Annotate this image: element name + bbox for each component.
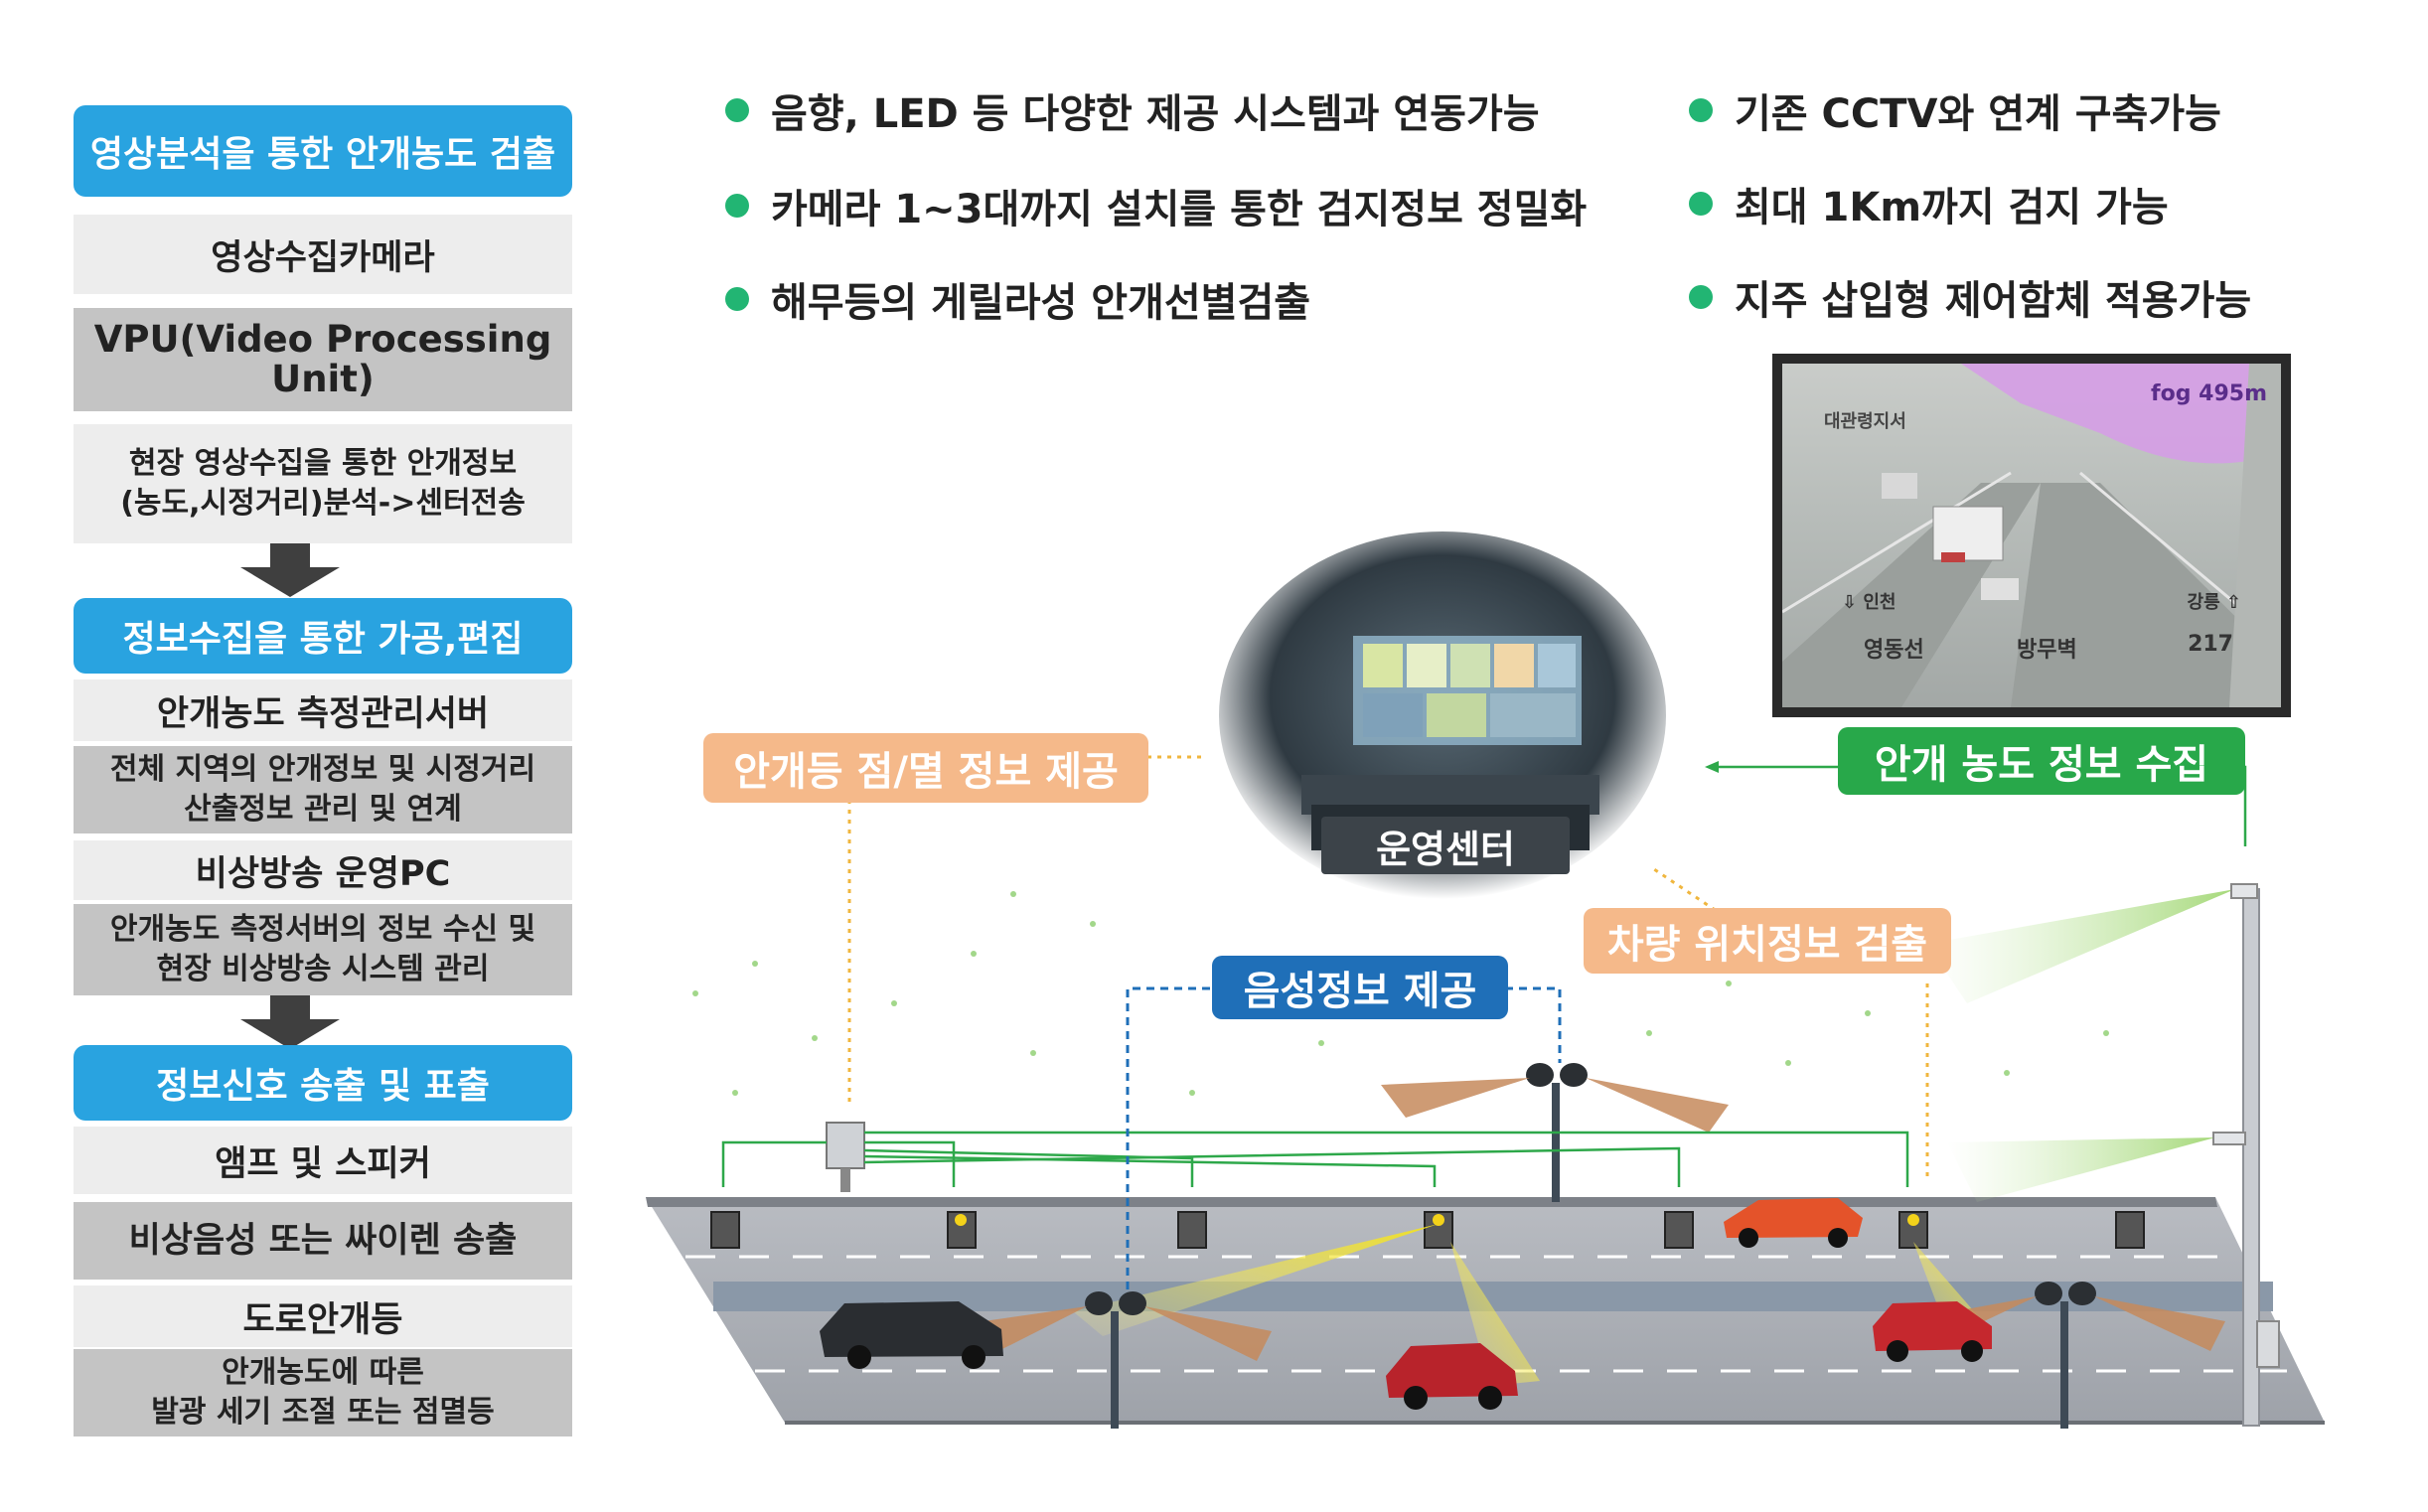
bullet-dot-icon <box>1689 285 1713 309</box>
bullet-dot-icon <box>725 98 749 122</box>
feature-left-3: 해무등의 게릴라성 안개선별검출 <box>725 270 1310 328</box>
speaker-poles <box>1111 1083 2068 1429</box>
amp-box: 앰프 및 스피커 <box>74 1127 572 1194</box>
feature-left-2: 카메라 1~3대까지 설치를 통한 검지정보 정밀화 <box>725 177 1587 234</box>
bullet-dot-icon <box>725 194 749 218</box>
pc-desc-line1: 안개농도 측정서버의 정보 수신 및 <box>109 912 536 947</box>
vehicle-label: 차량 위치정보 검출 <box>1584 908 1951 974</box>
bullet-dot-icon <box>1689 192 1713 216</box>
amp-desc-box: 비상음성 또는 싸이렌 송출 <box>74 1202 572 1280</box>
pc-text: 비상방송 운영PC <box>195 853 451 894</box>
light-text: 도로안개등 <box>242 1299 403 1340</box>
light-box: 도로안개등 <box>74 1285 572 1347</box>
cctv-pole <box>2212 883 2280 1427</box>
feature-right-3: 지주 삽입형 제어함체 적용가능 <box>1689 268 2251 326</box>
control-wiring <box>721 765 2247 1187</box>
speakers <box>1085 1063 2096 1315</box>
cctv-fog-reading: fog 495m <box>2151 381 2267 406</box>
light-desc-line1: 안개농도에 따른 <box>222 1355 424 1390</box>
vpu-text: VPU(Video Processing Unit) <box>93 318 552 400</box>
step2-header: 정보수집을 통한 가공,편집 <box>74 598 572 674</box>
light-info-label: 안개등 점/멸 정보 제공 <box>703 733 1148 803</box>
server-desc-line1: 전체 지역의 안개정보 및 시정거리 <box>109 752 536 787</box>
sound-waves <box>984 1078 2225 1361</box>
server-desc-box: 전체 지역의 안개정보 및 시정거리 산출정보 관리 및 연계 <box>74 746 572 833</box>
step1-header: 영상분석을 통한 안개농도 검출 <box>74 105 572 197</box>
car-red-hatchback <box>1873 1301 1992 1362</box>
bullet-dot-icon <box>725 287 749 311</box>
lamp-glow <box>955 1214 1919 1226</box>
pc-desc-box: 안개농도 측정서버의 정보 수신 및 현장 비상방송 시스템 관리 <box>74 904 572 995</box>
cctv-scene <box>1782 364 2281 707</box>
cctv-location: 대관령지서 <box>1824 411 1906 432</box>
cctv-marker: 217 <box>2188 632 2233 657</box>
light-desc-box: 안개농도에 따른 발광 세기 조절 또는 점멸등 <box>74 1349 572 1436</box>
light-desc-line2: 발광 세기 조절 또는 점멸등 <box>151 1395 495 1430</box>
pc-desc-line2: 현장 비상방송 시스템 관리 <box>156 952 490 986</box>
server-text: 안개농도 측정관리서버 <box>156 693 490 734</box>
camera-box: 영상수집카메라 <box>74 215 572 294</box>
vpu-desc-line2: (농도,시정거리)분석->센터전송 <box>120 486 526 521</box>
camera-text: 영상수집카메라 <box>211 237 435 278</box>
pc-box: 비상방송 운영PC <box>74 840 572 900</box>
step1-header-text: 영상분석을 통한 안개농도 검출 <box>89 134 556 175</box>
cctv-dir-right: 강릉 ⇧ <box>2187 592 2241 613</box>
feature-right-1: 기존 CCTV와 연계 구축가능 <box>1689 81 2221 139</box>
center-label: 운영센터 <box>1321 817 1570 874</box>
cctv-structure: 방무벽 <box>2017 638 2077 663</box>
server-desc-line2: 산출정보 관리 및 연계 <box>184 792 462 827</box>
vehicles <box>820 1198 1992 1410</box>
operation-center-image <box>1219 531 1666 899</box>
collect-arrow-icon <box>1705 761 1719 773</box>
cctv-panel: fog 495m 대관령지서 ⇩ 인천 강릉 ⇧ 영동선 방무벽 217 <box>1772 354 2291 717</box>
cctv-road-name: 영동선 <box>1864 638 1924 663</box>
car-red-suv <box>1386 1343 1518 1410</box>
car-black <box>820 1301 1003 1369</box>
controller-box <box>826 1122 865 1192</box>
cctv-fog-beams <box>1927 889 2235 1202</box>
dotted-connectors <box>847 755 1929 1291</box>
feature-left-1: 음향, LED 등 다양한 제공 시스템과 연동가능 <box>725 81 1540 139</box>
feature-right-2: 최대 1Km까지 검지 가능 <box>1689 175 2169 232</box>
fog-collect-label: 안개 농도 정보 수집 <box>1838 727 2245 795</box>
vpu-desc-box: 현장 영상수집을 통한 안개정보 (농도,시정거리)분석->센터전송 <box>74 424 572 543</box>
voice-label: 음성정보 제공 <box>1212 956 1508 1019</box>
cctv-dir-left: ⇩ 인천 <box>1842 592 1897 613</box>
step2-header-text: 정보수집을 통한 가공,편집 <box>122 619 524 660</box>
bullet-dot-icon <box>1689 98 1713 122</box>
step3-header: 정보신호 송출 및 표출 <box>74 1045 572 1121</box>
server-box: 안개농도 측정관리서버 <box>74 680 572 741</box>
car-orange-sports <box>1724 1198 1863 1248</box>
step3-header-text: 정보신호 송출 및 표출 <box>156 1066 490 1107</box>
cctv-feed: fog 495m 대관령지서 ⇩ 인천 강릉 ⇧ 영동선 방무벽 217 <box>1782 364 2281 707</box>
vpu-desc-line1: 현장 영상수집을 통한 안개정보 <box>128 446 518 481</box>
fog-sparkles <box>692 891 2109 1096</box>
vpu-box: VPU(Video Processing Unit) <box>74 308 572 411</box>
amp-text: 앰프 및 스피커 <box>215 1143 431 1184</box>
amp-desc-text: 비상음성 또는 싸이렌 송출 <box>128 1221 518 1261</box>
